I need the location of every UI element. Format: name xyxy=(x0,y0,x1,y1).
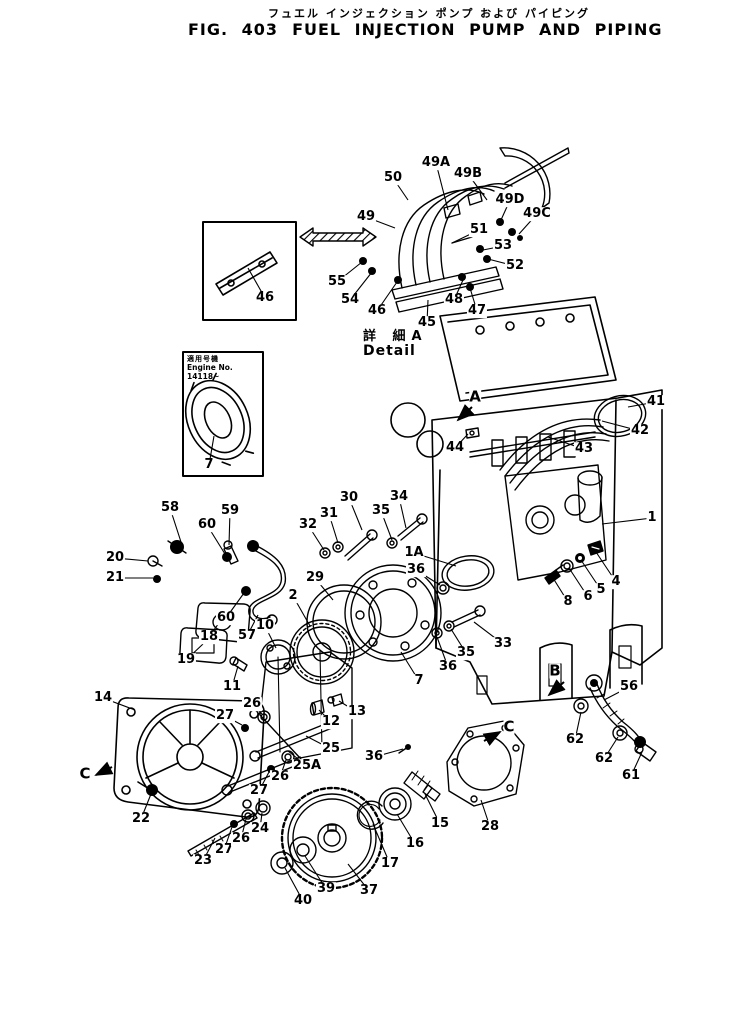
page-title: FIG. 403 FUEL INJECTION PUMP AND PIPING xyxy=(188,20,663,39)
detail-a-caption-en: Detail xyxy=(363,343,416,360)
injection-pump xyxy=(466,390,650,580)
engine-no-note-jp: 適用号機 xyxy=(187,355,219,363)
detail-a-pipe-assembly xyxy=(359,148,569,312)
fuel-return-pipe-group xyxy=(148,540,285,663)
fuel-hose-group xyxy=(574,675,656,761)
engine-no-note-en: Engine No. 14118~ xyxy=(187,363,233,382)
view-direction-arrow xyxy=(300,228,376,246)
engine-block xyxy=(391,297,662,704)
engine-no-note: 適用号機 Engine No. 14118~ xyxy=(187,355,261,381)
small-fasteners-center xyxy=(320,514,485,638)
small-fasteners-right xyxy=(545,541,603,584)
detail-a-caption-jp: 詳 細A xyxy=(363,329,428,344)
inset-plate-46 xyxy=(203,222,296,320)
inset-engine-no-gasket xyxy=(172,352,264,476)
page-title-japanese: フュエル インジェクション ポンプ および パイピング xyxy=(268,7,590,20)
figure-title: FUEL INJECTION PUMP AND PIPING xyxy=(292,20,663,39)
figure-number: FIG. 403 xyxy=(188,20,279,39)
pump-drive-gear-group xyxy=(271,721,524,888)
detail-a-caption: 詳 細A Detail xyxy=(363,329,428,360)
pump-mounting-parts xyxy=(230,553,496,684)
